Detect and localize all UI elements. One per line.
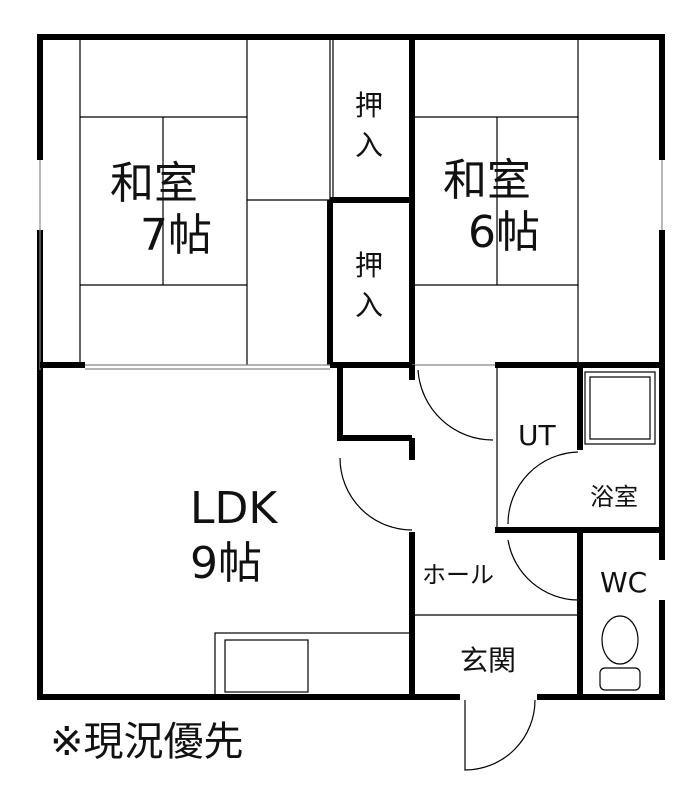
washitsu7-name: 和室 xyxy=(110,158,198,209)
closet-upper-label-2: 入 xyxy=(355,129,383,162)
hall-label: ホール xyxy=(422,561,494,589)
walls xyxy=(37,34,665,700)
note-current-condition-priority: ※現況優先 xyxy=(50,719,244,765)
washitsu7-size: 7帖 xyxy=(140,210,212,261)
genkan-label: 玄関 xyxy=(460,644,516,677)
ldk-size: 9帖 xyxy=(190,538,262,589)
bathtub xyxy=(584,371,656,445)
toilet xyxy=(599,615,641,691)
kitchen-counter xyxy=(214,632,413,696)
bath-label: 浴室 xyxy=(590,483,638,511)
closet-lower-label-2: 入 xyxy=(355,289,383,322)
closet-lower-label-1: 押 xyxy=(355,249,383,282)
ldk-name: LDK xyxy=(190,483,278,534)
washitsu6-name: 和室 xyxy=(443,155,531,206)
ut-label: UT xyxy=(518,419,556,452)
closet-upper-label-1: 押 xyxy=(355,89,383,122)
door-swings xyxy=(339,369,579,771)
wc-label: WC xyxy=(600,566,647,599)
washitsu6-size: 6帖 xyxy=(468,207,540,258)
tatami-lines-washitsu6 xyxy=(412,38,579,365)
